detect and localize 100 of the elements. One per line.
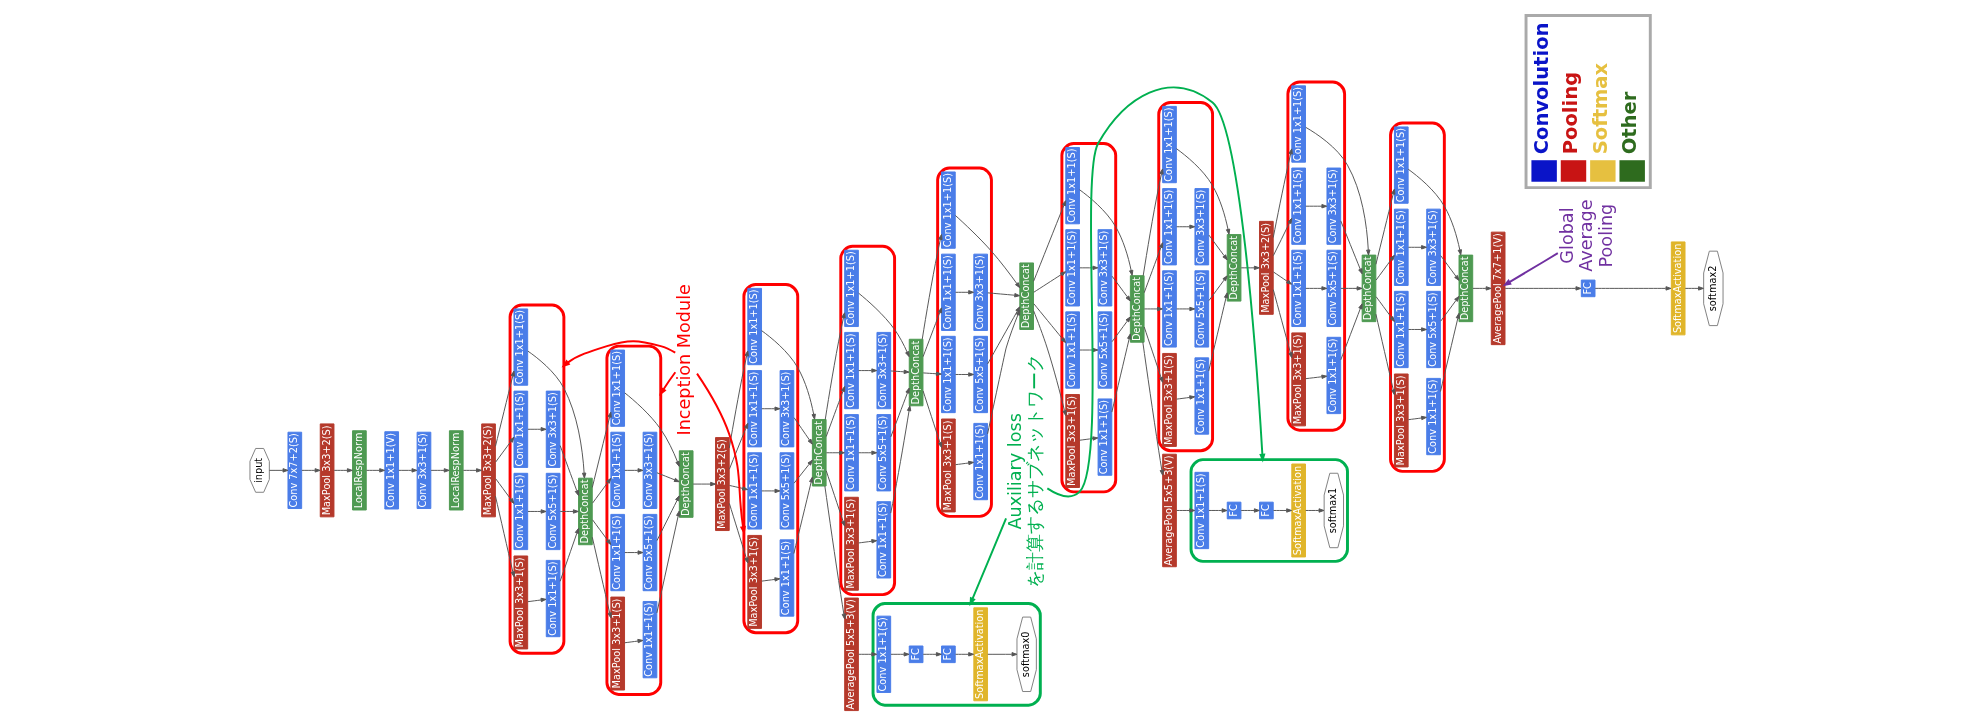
- arrow: [656, 495, 680, 542]
- arrow: [987, 309, 1021, 435]
- arrow: [1272, 148, 1293, 238]
- arrow: [824, 485, 847, 620]
- node-box: Conv 1x1+1(S): [779, 539, 795, 617]
- node-box: DepthConcat: [908, 338, 924, 407]
- arrow: [761, 406, 781, 411]
- arrow: [1502, 252, 1559, 287]
- arrow: [825, 450, 845, 455]
- node-box: Conv 3x3+1(S): [642, 431, 658, 509]
- arrow: [592, 477, 612, 504]
- arrow: [1208, 234, 1228, 261]
- node-box: Conv 5x5+1(S): [545, 472, 561, 551]
- arrow: [1305, 374, 1328, 380]
- node-box: Conv 1x1+1(S): [610, 349, 626, 427]
- node-box: MaxPool 3x3+1(S): [844, 496, 859, 591]
- node-box: MaxPool 3x3+1(S): [747, 534, 762, 629]
- arrow: [495, 478, 515, 504]
- arrow: [1079, 436, 1099, 441]
- node-box: Conv 5x5+1(S): [1097, 311, 1113, 389]
- node-box: Conv 3x3+1(S): [876, 331, 892, 410]
- arrow: [1273, 508, 1293, 513]
- arrow: [1143, 242, 1164, 294]
- node-box: DepthConcat: [578, 477, 593, 546]
- node-box: Conv 1x1+1(S): [941, 253, 956, 331]
- arrow: [793, 417, 813, 445]
- arrow: [1208, 508, 1228, 513]
- node-box: Conv 3x3+1(S): [1326, 167, 1342, 245]
- arrow: [1440, 295, 1460, 322]
- arrow: [955, 460, 975, 466]
- node-box: Conv 5x5+1(S): [973, 335, 988, 414]
- arrow: [1111, 333, 1132, 413]
- node-box: MaxPool 3x3+1(S): [1291, 332, 1306, 427]
- legend-label: Pooling: [1559, 71, 1583, 155]
- node-box: Conv 3x3+1(S): [1194, 188, 1210, 266]
- arrow: [591, 411, 612, 488]
- node-box: MaxPool 3x3+2(S): [1259, 220, 1274, 315]
- node-box: Conv 3x3+1(S): [973, 253, 988, 331]
- node-box: Conv 1x1+1(S): [1393, 208, 1409, 286]
- arrow: [527, 350, 587, 479]
- arrow: [729, 484, 749, 491]
- node-box: Conv 3x3+1(S): [1426, 208, 1441, 286]
- arrow: [592, 519, 612, 545]
- arrow: [1407, 415, 1427, 421]
- arrow: [922, 390, 943, 448]
- arrow: [1176, 508, 1196, 513]
- arrow: [858, 368, 878, 373]
- arrow: [659, 371, 677, 397]
- arrow: [559, 509, 579, 514]
- arrow: [1079, 347, 1099, 353]
- node-box: Conv 1x1+1(S): [876, 615, 892, 693]
- arrow: [1340, 303, 1363, 361]
- legend-label: Softmax: [1588, 62, 1612, 155]
- arrow: [624, 638, 644, 644]
- arrow: [656, 510, 681, 614]
- arrow: [761, 577, 781, 582]
- legend-label: Convolution: [1530, 22, 1554, 155]
- node-box: MaxPool 3x3+1(S): [610, 596, 626, 691]
- arrow: [858, 652, 878, 657]
- node-box: FC: [908, 645, 924, 664]
- arrow: [1305, 126, 1371, 256]
- arrow: [825, 470, 846, 527]
- arrow: [1033, 200, 1067, 282]
- arrow: [955, 372, 975, 377]
- arrow: [1305, 508, 1325, 513]
- node-box: Conv 3x3+1(S): [416, 431, 432, 509]
- arrow: [462, 468, 482, 473]
- arrow: [890, 652, 910, 657]
- arrow: [1375, 188, 1396, 265]
- arrow: [922, 307, 942, 358]
- legend-label: Other: [1618, 91, 1642, 155]
- node-box: AveragePool 5x5+3(V): [1162, 453, 1177, 568]
- arrow: [858, 292, 910, 358]
- node-box: DepthConcat: [1361, 254, 1377, 323]
- node-box: Conv 1x1+1(S): [1162, 270, 1177, 348]
- arrow: [1375, 313, 1396, 396]
- arrow: [1143, 326, 1164, 383]
- arrow: [1176, 395, 1196, 400]
- node-box: Conv 5x5+1(S): [779, 452, 795, 530]
- arrow: [890, 405, 912, 514]
- arrow: [1440, 312, 1460, 393]
- node-box: Conv 1x1+1(S): [1097, 398, 1113, 476]
- arrow: [922, 371, 942, 376]
- node-box: Conv 1x1+1(S): [1426, 377, 1441, 456]
- arrow: [1208, 275, 1228, 302]
- node-box: Conv 1x1+1(S): [747, 287, 762, 366]
- arrow: [559, 527, 580, 582]
- node-box: Conv 1x1+1(S): [747, 452, 762, 530]
- arrow: [987, 306, 1021, 365]
- arrow: [1272, 217, 1293, 257]
- arrow: [1305, 204, 1328, 209]
- node-box: Conv 1x1+1(S): [1291, 85, 1306, 163]
- arrow: [301, 468, 321, 473]
- arrow: [624, 550, 644, 555]
- node-box: Conv 1x1+1(S): [844, 331, 859, 410]
- node-box: Conv 1x1+1(S): [1291, 167, 1306, 245]
- node-box: AveragePool 7x7+1(V): [1490, 231, 1506, 346]
- arrow: [495, 436, 515, 463]
- arrow: [1143, 306, 1163, 312]
- node-box: FC: [941, 645, 956, 664]
